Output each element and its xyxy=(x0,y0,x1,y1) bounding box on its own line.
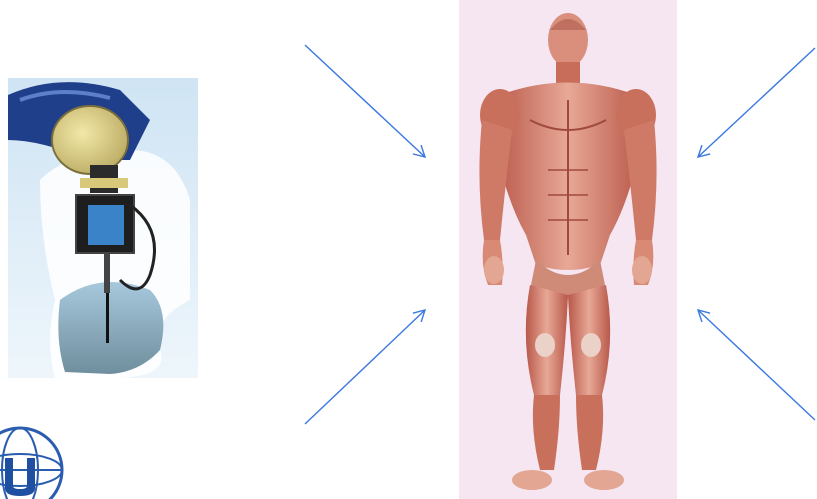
robot-arm-picture xyxy=(8,78,198,378)
anatomy-figure-picture xyxy=(459,0,677,499)
arrow-bottom-right xyxy=(698,310,815,420)
globe-logo xyxy=(0,428,62,499)
arrow-top-left xyxy=(305,45,425,157)
arrow-top-right xyxy=(698,48,815,157)
arrow-bottom-left xyxy=(305,310,425,424)
